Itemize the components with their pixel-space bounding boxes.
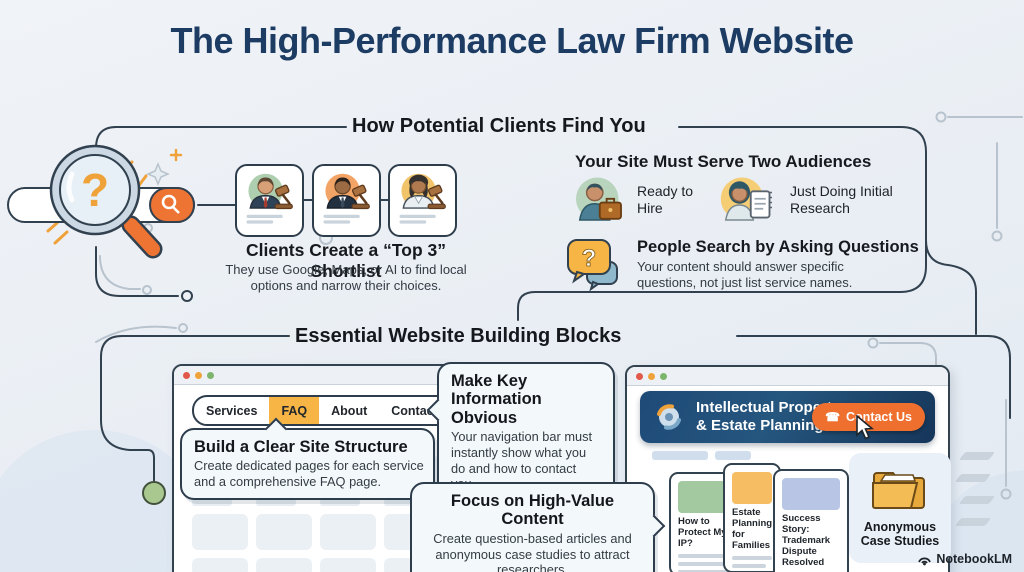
callout-title: Build a Clear Site Structure: [194, 438, 408, 456]
search-illustration: ?: [7, 144, 195, 259]
question-glyph: ?: [81, 164, 109, 216]
browser-chrome: [174, 366, 460, 385]
svg-text:?: ?: [582, 245, 597, 272]
right-browser-window: Intellectual Property & Estate Planning …: [625, 365, 951, 572]
close-dot-icon: [183, 371, 190, 379]
star-icon: [146, 162, 170, 186]
pill-placeholder: [715, 451, 751, 460]
questions-title: People Search by Asking Questions: [637, 238, 919, 256]
article-thumbnail: [732, 472, 772, 504]
cursor-icon: [856, 415, 875, 440]
audience-label: Ready to Hire: [637, 183, 694, 217]
zoom-dot-icon: [207, 371, 214, 379]
audience-label: Just Doing Initial Research: [790, 183, 893, 217]
folder-label: Anonymous Case Studies: [860, 520, 940, 549]
close-dot-icon: [636, 372, 643, 380]
callout-body: Create dedicated pages for each service …: [194, 458, 424, 490]
browser-chrome: [627, 367, 948, 386]
pill-placeholder: [652, 451, 708, 460]
green-node-dot: [142, 481, 166, 505]
section1-heading: How Potential Clients Find You: [352, 115, 646, 137]
lawyer-avatar-icon: [323, 173, 370, 224]
search-button[interactable]: [149, 187, 195, 223]
gavel-icon: [427, 184, 446, 210]
minimize-dot-icon: [195, 371, 202, 379]
callout-body: Create question-based articles and anony…: [433, 530, 632, 572]
notebooklm-watermark: NotebookLM: [917, 552, 1012, 566]
phone-icon: ☎: [825, 410, 841, 424]
briefcase-icon: [598, 197, 622, 220]
callout-body: Your navigation bar must instantly show …: [451, 429, 593, 491]
audiences-heading: Your Site Must Serve Two Audiences: [575, 152, 872, 171]
lawyer-card: [312, 164, 381, 237]
question-bubbles-icon: ?: [567, 239, 618, 292]
article-thumbnail: [782, 478, 840, 510]
nav-item-about[interactable]: About: [331, 403, 368, 418]
case-studies-panel: Anonymous Case Studies: [849, 453, 951, 563]
nav-bar: Services FAQ About Contact: [192, 395, 452, 426]
minimize-dot-icon: [648, 372, 655, 380]
article-title: How to Protect My IP?: [678, 516, 727, 549]
callout-high-value: Focus on High-Value Content Create quest…: [410, 482, 666, 572]
lawyer-avatar-icon: [246, 173, 293, 224]
contact-us-button[interactable]: ☎ Contact Us: [812, 403, 925, 431]
article-card[interactable]: Success Story: Trademark Dispute Resolve…: [773, 469, 849, 572]
shortlist-subtitle: They use Google, Maps, or AI to find loc…: [225, 262, 467, 294]
callout-key-info: Make Key Information Obvious Your naviga…: [426, 362, 615, 502]
gavel-icon: [274, 184, 293, 210]
article-title: Estate Planning for Families: [732, 507, 773, 551]
initial-research-icon: [720, 177, 772, 221]
zoom-dot-icon: [660, 372, 667, 380]
lawyer-avatar-icon: [399, 173, 446, 224]
gavel-icon: [351, 184, 370, 210]
nav-item-contact[interactable]: Contact: [391, 403, 438, 418]
folder-icon: [872, 472, 925, 509]
notebooklm-logo-icon: [918, 557, 932, 565]
lawyer-card: [235, 164, 304, 237]
article-title: Success Story: Trademark Dispute Resolve…: [782, 513, 831, 568]
callout-title: Make Key Information Obvious: [451, 372, 542, 427]
site-brand: Intellectual Property & Estate Planning: [696, 399, 841, 434]
ready-to-hire-icon: [576, 177, 622, 221]
section2-heading: Essential Website Building Blocks: [295, 325, 622, 347]
questions-subtitle: Your content should answer specific ques…: [637, 259, 853, 291]
nav-item-services[interactable]: Services: [206, 403, 258, 418]
callout-site-structure: Build a Clear Site Structure Create dedi…: [180, 417, 435, 500]
firm-logo-icon: [657, 404, 681, 430]
callout-title: Focus on High-Value Content: [450, 492, 615, 529]
lawyer-card: [388, 164, 457, 237]
page-title: The High-Performance Law Firm Website: [170, 20, 854, 61]
article-card[interactable]: Estate Planning for Families: [723, 463, 781, 572]
site-header: Intellectual Property & Estate Planning …: [640, 391, 935, 443]
search-icon: [161, 194, 180, 214]
shortlist-title: Clients Create a “Top 3” Shortlist: [245, 240, 446, 281]
notepad-icon: [749, 190, 772, 219]
